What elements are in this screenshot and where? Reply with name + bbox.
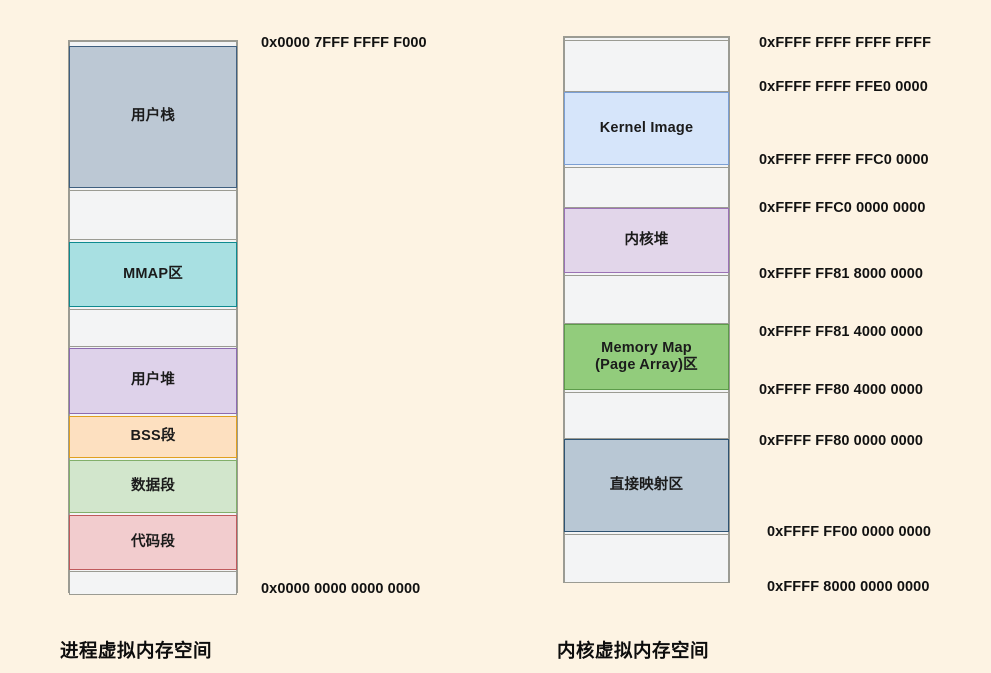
kernel-space-caption: 内核虚拟内存空间	[557, 640, 710, 661]
kernel-address-label: 0xFFFF FF81 8000 0000	[759, 266, 924, 282]
kernel-block-gap-6	[564, 392, 729, 439]
kernel-memory-column: Kernel Image 内核堆 Memory Map (Page Array)区直…	[563, 36, 730, 583]
kernel-block-gap-4	[564, 275, 729, 324]
process-block-gap-8	[69, 571, 237, 595]
kernel-block-gap-2	[564, 167, 729, 208]
kernel-address-label: 0xFFFF FF80 4000 0000	[759, 382, 924, 398]
process-space-caption: 进程虚拟内存空间	[60, 640, 213, 661]
kernel-block-直接映射区: 直接映射区	[564, 439, 729, 532]
kernel-address-label: 0xFFFF FFFF FFE0 0000	[759, 79, 928, 95]
kernel-block-gap-8	[564, 534, 729, 583]
process-block-mmap区: MMAP区	[69, 242, 237, 307]
process-address-label: 0x0000 7FFF FFFF F000	[261, 35, 427, 51]
kernel-block-gap-0	[564, 40, 729, 92]
process-block-代码段: 代码段	[69, 515, 237, 570]
kernel-address-label: 0xFFFF 8000 0000 0000	[767, 579, 930, 595]
kernel-address-label: 0xFFFF FF81 4000 0000	[759, 324, 924, 340]
kernel-address-label: 0xFFFF FF80 0000 0000	[759, 433, 924, 449]
kernel-block-memory-map--page-array-区: Memory Map (Page Array)区	[564, 324, 729, 390]
kernel-block-内核堆: 内核堆	[564, 208, 729, 273]
process-block-gap-1	[69, 190, 237, 240]
process-block-用户堆: 用户堆	[69, 348, 237, 414]
process-block-bss段: BSS段	[69, 416, 237, 458]
process-block-用户栈: 用户栈	[69, 46, 237, 188]
kernel-address-label: 0xFFFF FFFF FFC0 0000	[759, 152, 929, 168]
kernel-address-label: 0xFFFF FFC0 0000 0000	[759, 200, 926, 216]
process-block-数据段: 数据段	[69, 460, 237, 513]
kernel-address-label: 0xFFFF FFFF FFFF FFFF	[759, 35, 932, 51]
process-address-label: 0x0000 0000 0000 0000	[261, 581, 421, 597]
process-block-gap-3	[69, 309, 237, 347]
kernel-address-label: 0xFFFF FF00 0000 0000	[767, 524, 932, 540]
kernel-block-kernel-image: Kernel Image	[564, 92, 729, 165]
